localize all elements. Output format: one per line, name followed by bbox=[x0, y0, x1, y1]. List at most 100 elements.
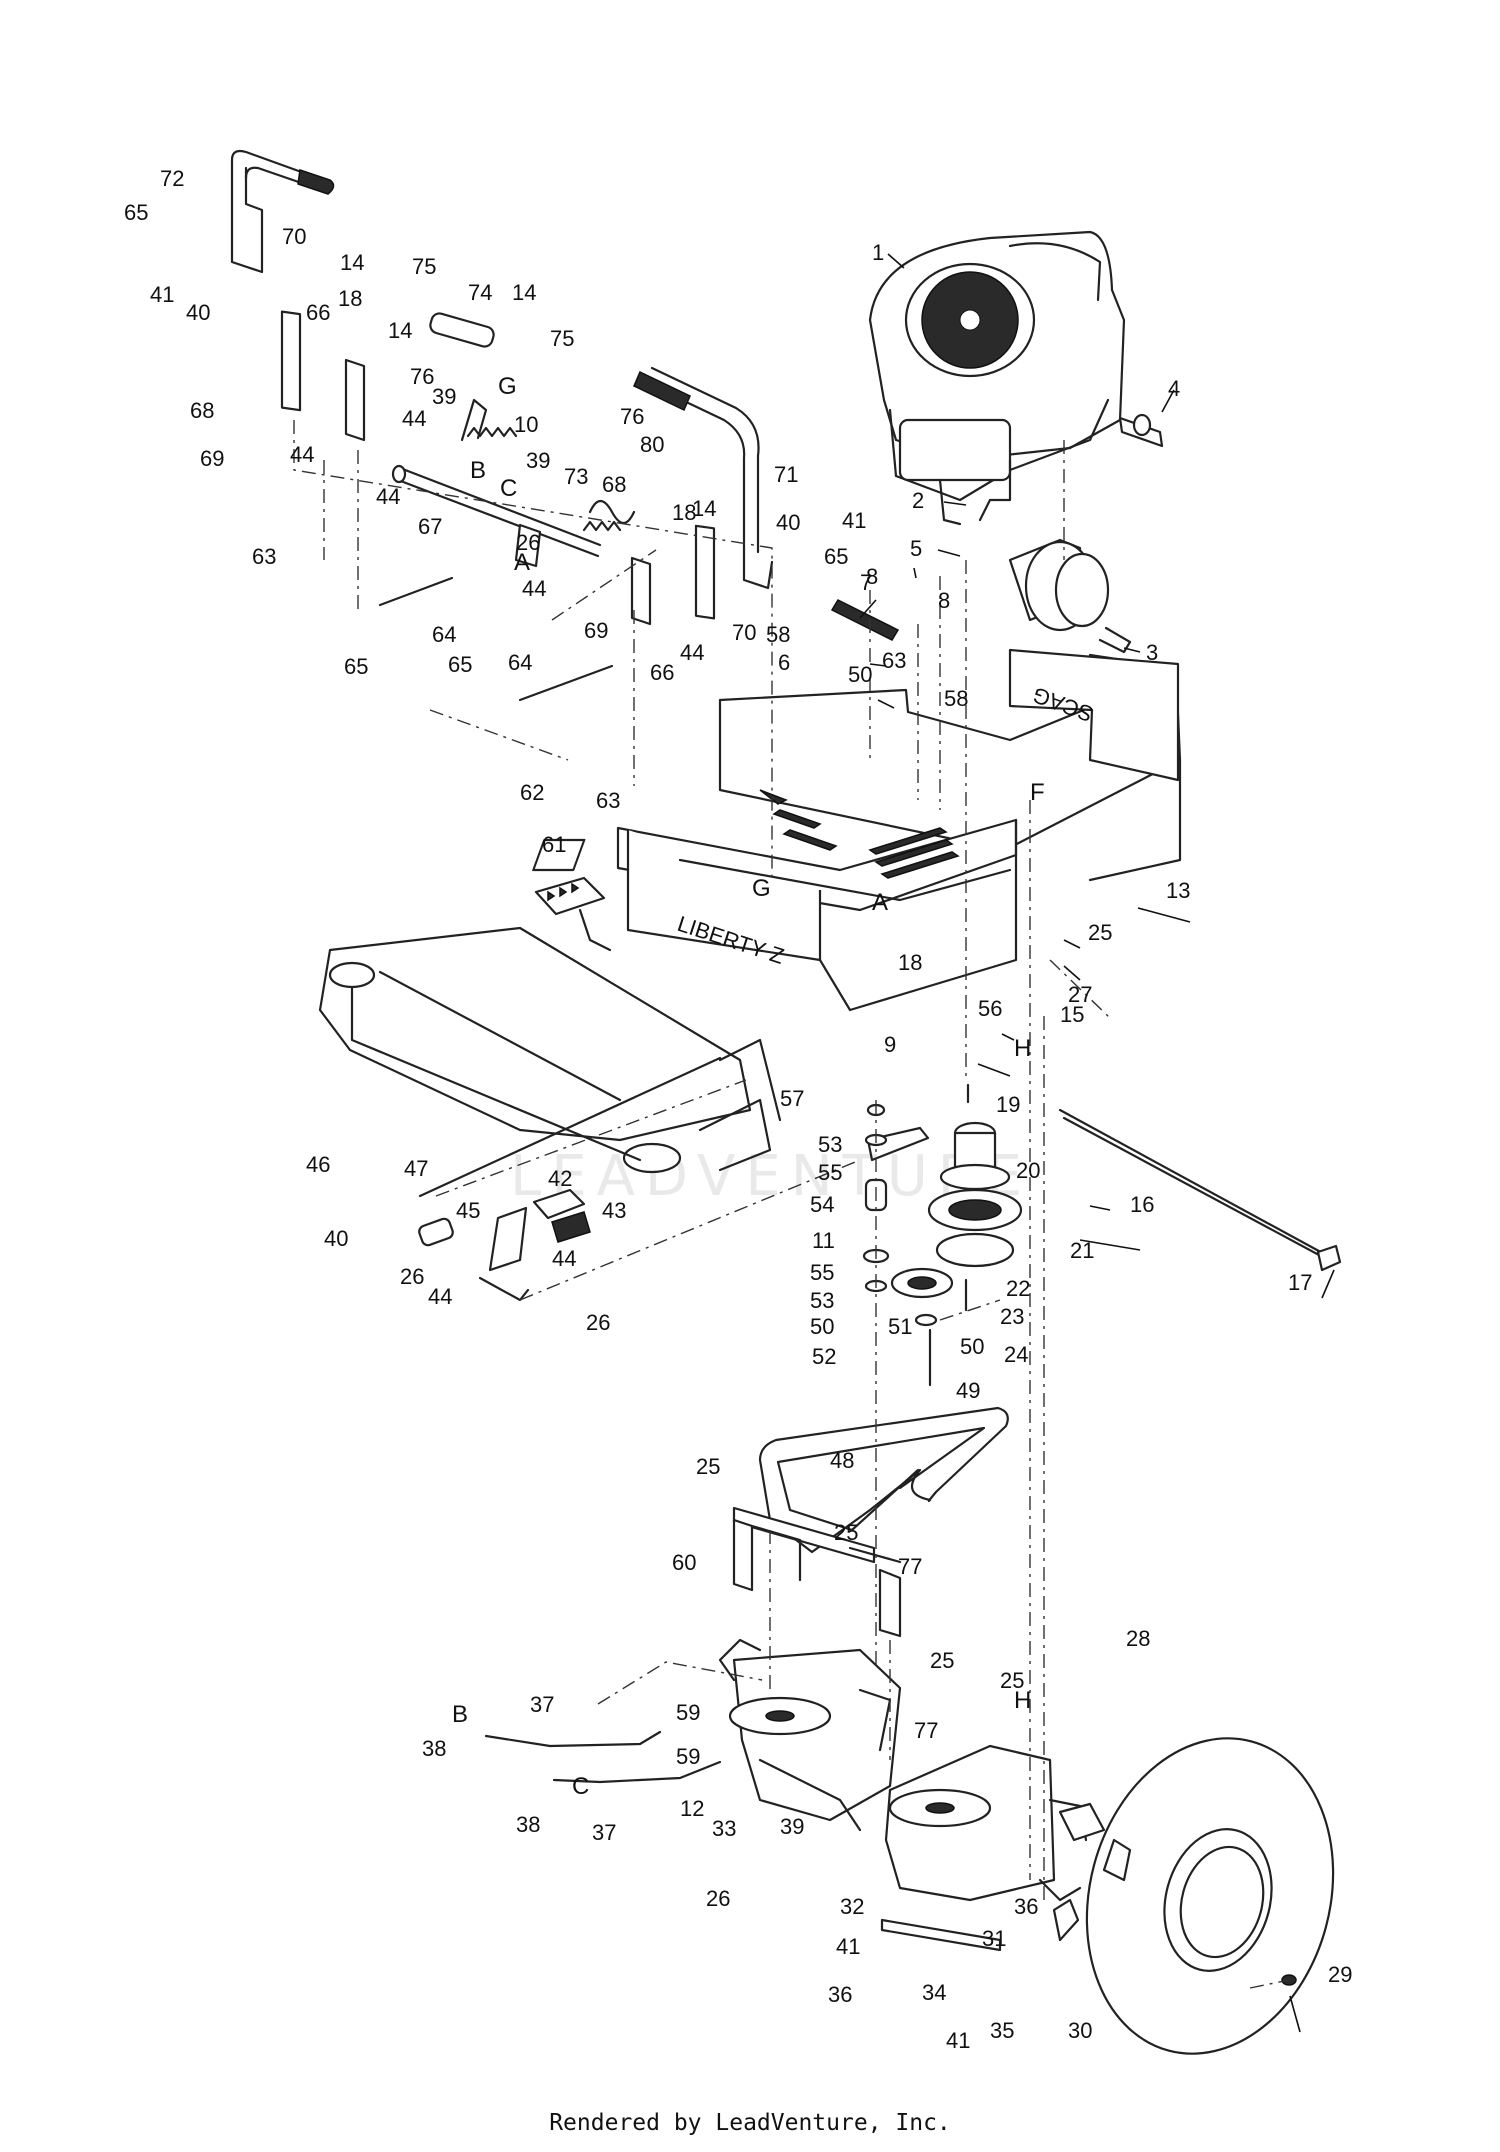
callout-64b: 64 bbox=[508, 650, 532, 675]
callout-66a: 66 bbox=[306, 300, 330, 325]
callout-14a: 14 bbox=[340, 250, 364, 275]
callout-19: 19 bbox=[996, 1092, 1020, 1117]
callout-39c: 39 bbox=[780, 1814, 804, 1839]
assembly-lines bbox=[293, 420, 1290, 1989]
callout-57: 57 bbox=[780, 1086, 804, 1111]
ref-letter-A-2: A bbox=[872, 889, 888, 916]
callout-70a: 70 bbox=[282, 224, 306, 249]
callout-44b: 44 bbox=[402, 406, 426, 431]
callout-42: 42 bbox=[548, 1166, 572, 1191]
callout-68b: 68 bbox=[602, 472, 626, 497]
callout-69b: 69 bbox=[584, 618, 608, 643]
callout-44e: 44 bbox=[680, 640, 704, 665]
callout-1: 1 bbox=[872, 240, 884, 265]
callout-12: 12 bbox=[680, 1796, 704, 1821]
callout-51: 51 bbox=[888, 1314, 912, 1339]
callout-59b: 59 bbox=[676, 1744, 700, 1769]
callout-63a: 63 bbox=[252, 544, 276, 569]
callout-13: 13 bbox=[1166, 878, 1190, 903]
callout-43: 43 bbox=[602, 1198, 626, 1223]
callout-numbers: 1 2 3 4 5 6 7 8 8 9 10 11 12 13 14 14 14… bbox=[124, 166, 1352, 2053]
callout-70b: 70 bbox=[732, 620, 756, 645]
callout-44a: 44 bbox=[290, 442, 314, 467]
ref-letter-C-2: C bbox=[572, 1773, 589, 1800]
callout-20: 20 bbox=[1016, 1158, 1040, 1183]
callout-77a: 77 bbox=[898, 1554, 922, 1579]
callout-53a: 53 bbox=[818, 1132, 842, 1157]
callout-74: 74 bbox=[468, 280, 492, 305]
callout-47: 47 bbox=[404, 1156, 428, 1181]
callout-50b: 50 bbox=[810, 1314, 834, 1339]
right-transmission bbox=[884, 1744, 1106, 1902]
callout-25d: 25 bbox=[930, 1648, 954, 1673]
ref-letter-H-1: H bbox=[1014, 1035, 1031, 1062]
callout-65c: 65 bbox=[448, 652, 472, 677]
callout-64a: 64 bbox=[432, 622, 456, 647]
callout-56: 56 bbox=[978, 996, 1002, 1021]
callout-44d: 44 bbox=[522, 576, 546, 601]
callout-54: 54 bbox=[810, 1192, 834, 1217]
callout-24: 24 bbox=[1004, 1342, 1028, 1367]
foot-pedal bbox=[534, 876, 612, 952]
callout-75a: 75 bbox=[412, 254, 436, 279]
callout-76a: 76 bbox=[410, 364, 434, 389]
callout-40c: 40 bbox=[324, 1226, 348, 1251]
callout-41b: 41 bbox=[842, 508, 866, 533]
left-control-handle bbox=[230, 149, 335, 412]
callout-55a: 55 bbox=[818, 1160, 842, 1185]
callout-44g: 44 bbox=[552, 1246, 576, 1271]
callout-63c: 63 bbox=[596, 788, 620, 813]
callout-25b: 25 bbox=[696, 1454, 720, 1479]
ref-letter-B-1: B bbox=[470, 457, 486, 484]
callout-40b: 40 bbox=[776, 510, 800, 535]
callout-26a: 26 bbox=[516, 530, 540, 555]
callout-60: 60 bbox=[672, 1550, 696, 1575]
callout-36b: 36 bbox=[828, 1982, 852, 2007]
callout-40a: 40 bbox=[186, 300, 210, 325]
callout-26b: 26 bbox=[400, 1264, 424, 1289]
callout-65a: 65 bbox=[124, 200, 148, 225]
transmission-mount bbox=[732, 1506, 902, 1638]
callout-53b: 53 bbox=[810, 1288, 834, 1313]
drive-belt bbox=[758, 1406, 1009, 1554]
callout-76b: 76 bbox=[620, 404, 644, 429]
callout-25e: 25 bbox=[1000, 1668, 1024, 1693]
callout-18a: 18 bbox=[338, 286, 362, 311]
callout-72: 72 bbox=[160, 166, 184, 191]
callout-66b: 66 bbox=[650, 660, 674, 685]
callout-38a: 38 bbox=[422, 1736, 446, 1761]
callout-41c: 41 bbox=[836, 1934, 860, 1959]
fuel-filter-fitting bbox=[1118, 413, 1164, 448]
callout-36a: 36 bbox=[1014, 1894, 1038, 1919]
callout-8a: 8 bbox=[866, 564, 878, 589]
callout-59a: 59 bbox=[676, 1700, 700, 1725]
callout-49: 49 bbox=[956, 1378, 980, 1403]
callout-48: 48 bbox=[830, 1448, 854, 1473]
callout-37b: 37 bbox=[592, 1820, 616, 1845]
callout-3: 3 bbox=[1146, 640, 1158, 665]
callout-46: 46 bbox=[306, 1152, 330, 1177]
callout-71: 71 bbox=[774, 462, 798, 487]
callout-5: 5 bbox=[910, 536, 922, 561]
callout-18c: 18 bbox=[898, 950, 922, 975]
engine bbox=[868, 230, 1126, 526]
callout-22: 22 bbox=[1006, 1276, 1030, 1301]
callout-75b: 75 bbox=[550, 326, 574, 351]
callout-77b: 77 bbox=[914, 1718, 938, 1743]
callout-26c: 26 bbox=[586, 1310, 610, 1335]
callout-38b: 38 bbox=[516, 1812, 540, 1837]
callout-14b: 14 bbox=[512, 280, 536, 305]
callout-58b: 58 bbox=[944, 686, 968, 711]
callout-25a: 25 bbox=[1088, 920, 1112, 945]
callout-44c: 44 bbox=[376, 484, 400, 509]
callout-44f: 44 bbox=[428, 1284, 452, 1309]
right-control-handle bbox=[633, 366, 774, 620]
main-frame: LIBERTY Z bbox=[532, 653, 1182, 1012]
callout-30: 30 bbox=[1068, 2018, 1092, 2043]
ref-letter-F: F bbox=[1030, 779, 1045, 806]
callout-63b: 63 bbox=[882, 648, 906, 673]
ref-letter-H-2: H bbox=[1014, 1687, 1031, 1714]
callout-41a: 41 bbox=[150, 282, 174, 307]
callout-55b: 55 bbox=[810, 1260, 834, 1285]
